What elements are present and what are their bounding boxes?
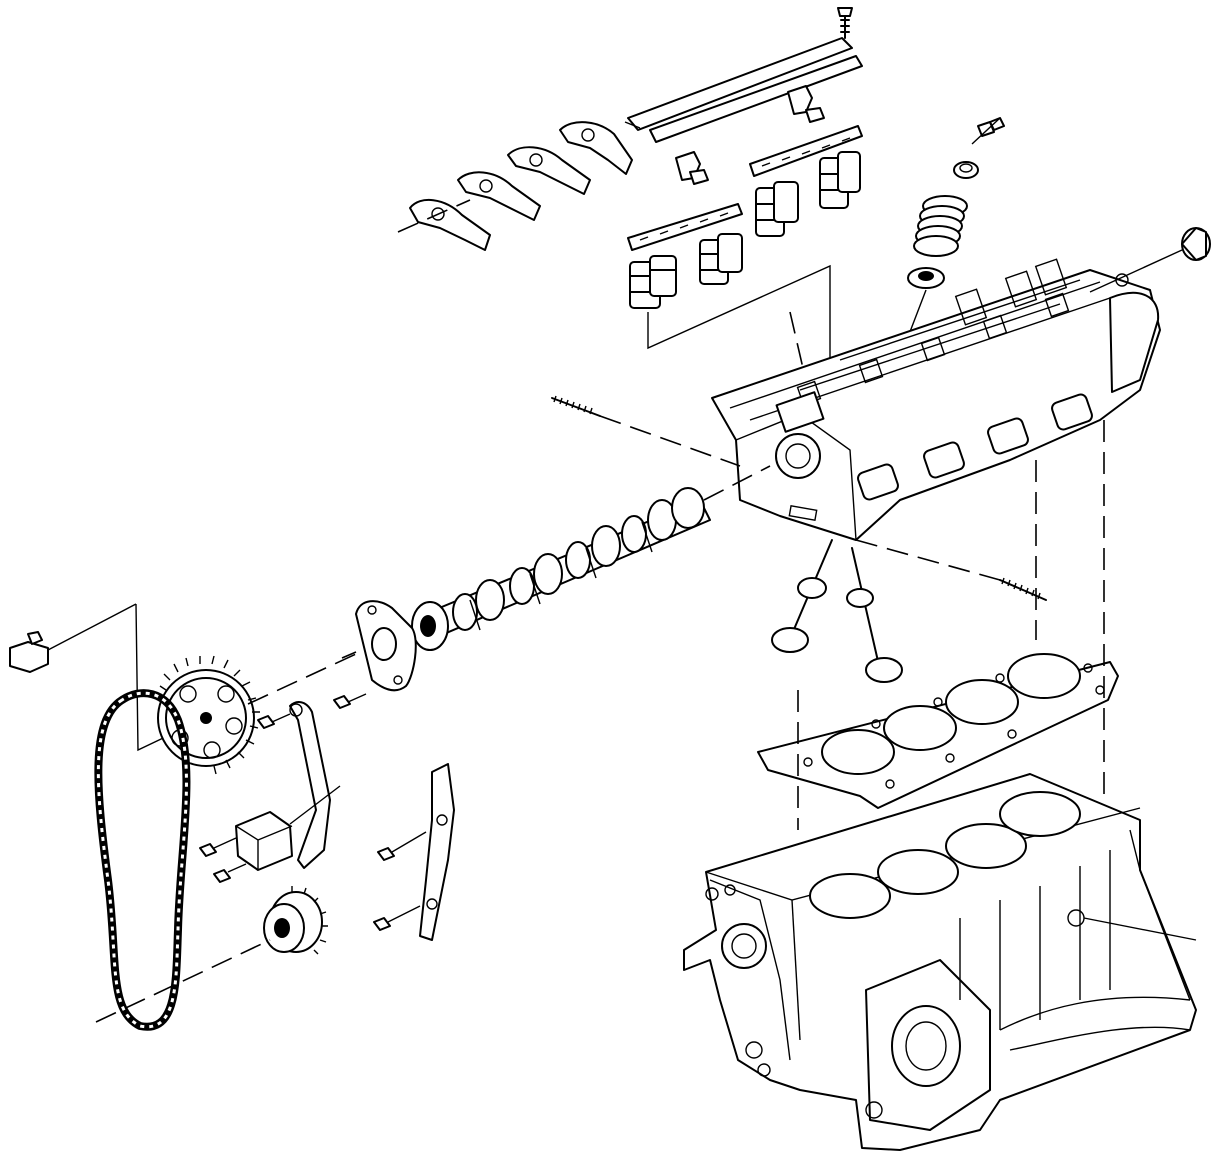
lifter-guide-right — [749, 125, 863, 177]
rocker-arm-2 — [457, 171, 541, 221]
valve-spring-retainer — [953, 161, 979, 179]
crankshaft-sprocket — [263, 886, 328, 955]
tensioner-bolt-lower — [213, 863, 247, 883]
guide-bolt-lower — [373, 905, 421, 931]
timing-chain — [94, 689, 191, 1031]
rocker-shaft-upper — [624, 37, 853, 131]
tensioner-bolt — [257, 713, 291, 729]
rocker-retainer-clip-2 — [787, 85, 825, 123]
guide-bolt-upper — [377, 831, 427, 861]
chain-guide-fixed — [419, 763, 455, 941]
camshaft-plug — [1181, 227, 1211, 261]
valve-lifter-1 — [629, 255, 677, 309]
intake-valve — [771, 539, 833, 653]
cylinder-head — [711, 258, 1161, 541]
valve-spring — [913, 195, 968, 257]
cylinder-head-gasket — [757, 653, 1119, 809]
engine-block — [683, 773, 1197, 1151]
rocker-arm-4 — [559, 121, 633, 175]
valve-lifter-2 — [699, 233, 743, 285]
manifold-stud-right — [999, 577, 1047, 601]
valve-keepers — [971, 117, 1005, 145]
valve-lifter-4 — [819, 151, 861, 209]
camshaft-thrust-plate — [355, 600, 417, 692]
lifter-reference-bracket — [647, 264, 831, 390]
tensioner-bolt-upper — [199, 837, 237, 857]
camshaft — [411, 487, 711, 651]
chain-tensioner — [235, 785, 341, 871]
manifold-stud-left — [551, 395, 601, 417]
chain-tensioner-arm — [289, 701, 331, 869]
rocker-arm-3 — [507, 146, 591, 195]
rocker-shaft-bolt — [837, 7, 853, 39]
rocker-retainer-clip-1 — [675, 151, 709, 185]
rocker-arm-1 — [397, 198, 491, 251]
exhaust-valve — [846, 547, 903, 683]
guide-bolt-top — [333, 693, 367, 709]
camshaft-sprocket-bolt — [9, 603, 137, 673]
plug-reference-line — [1089, 249, 1183, 293]
valve-lifter-3 — [755, 181, 799, 237]
rocker-shaft-lower — [649, 55, 863, 143]
valve-stem-seal — [907, 267, 945, 289]
lifter-guide-left — [627, 203, 743, 251]
